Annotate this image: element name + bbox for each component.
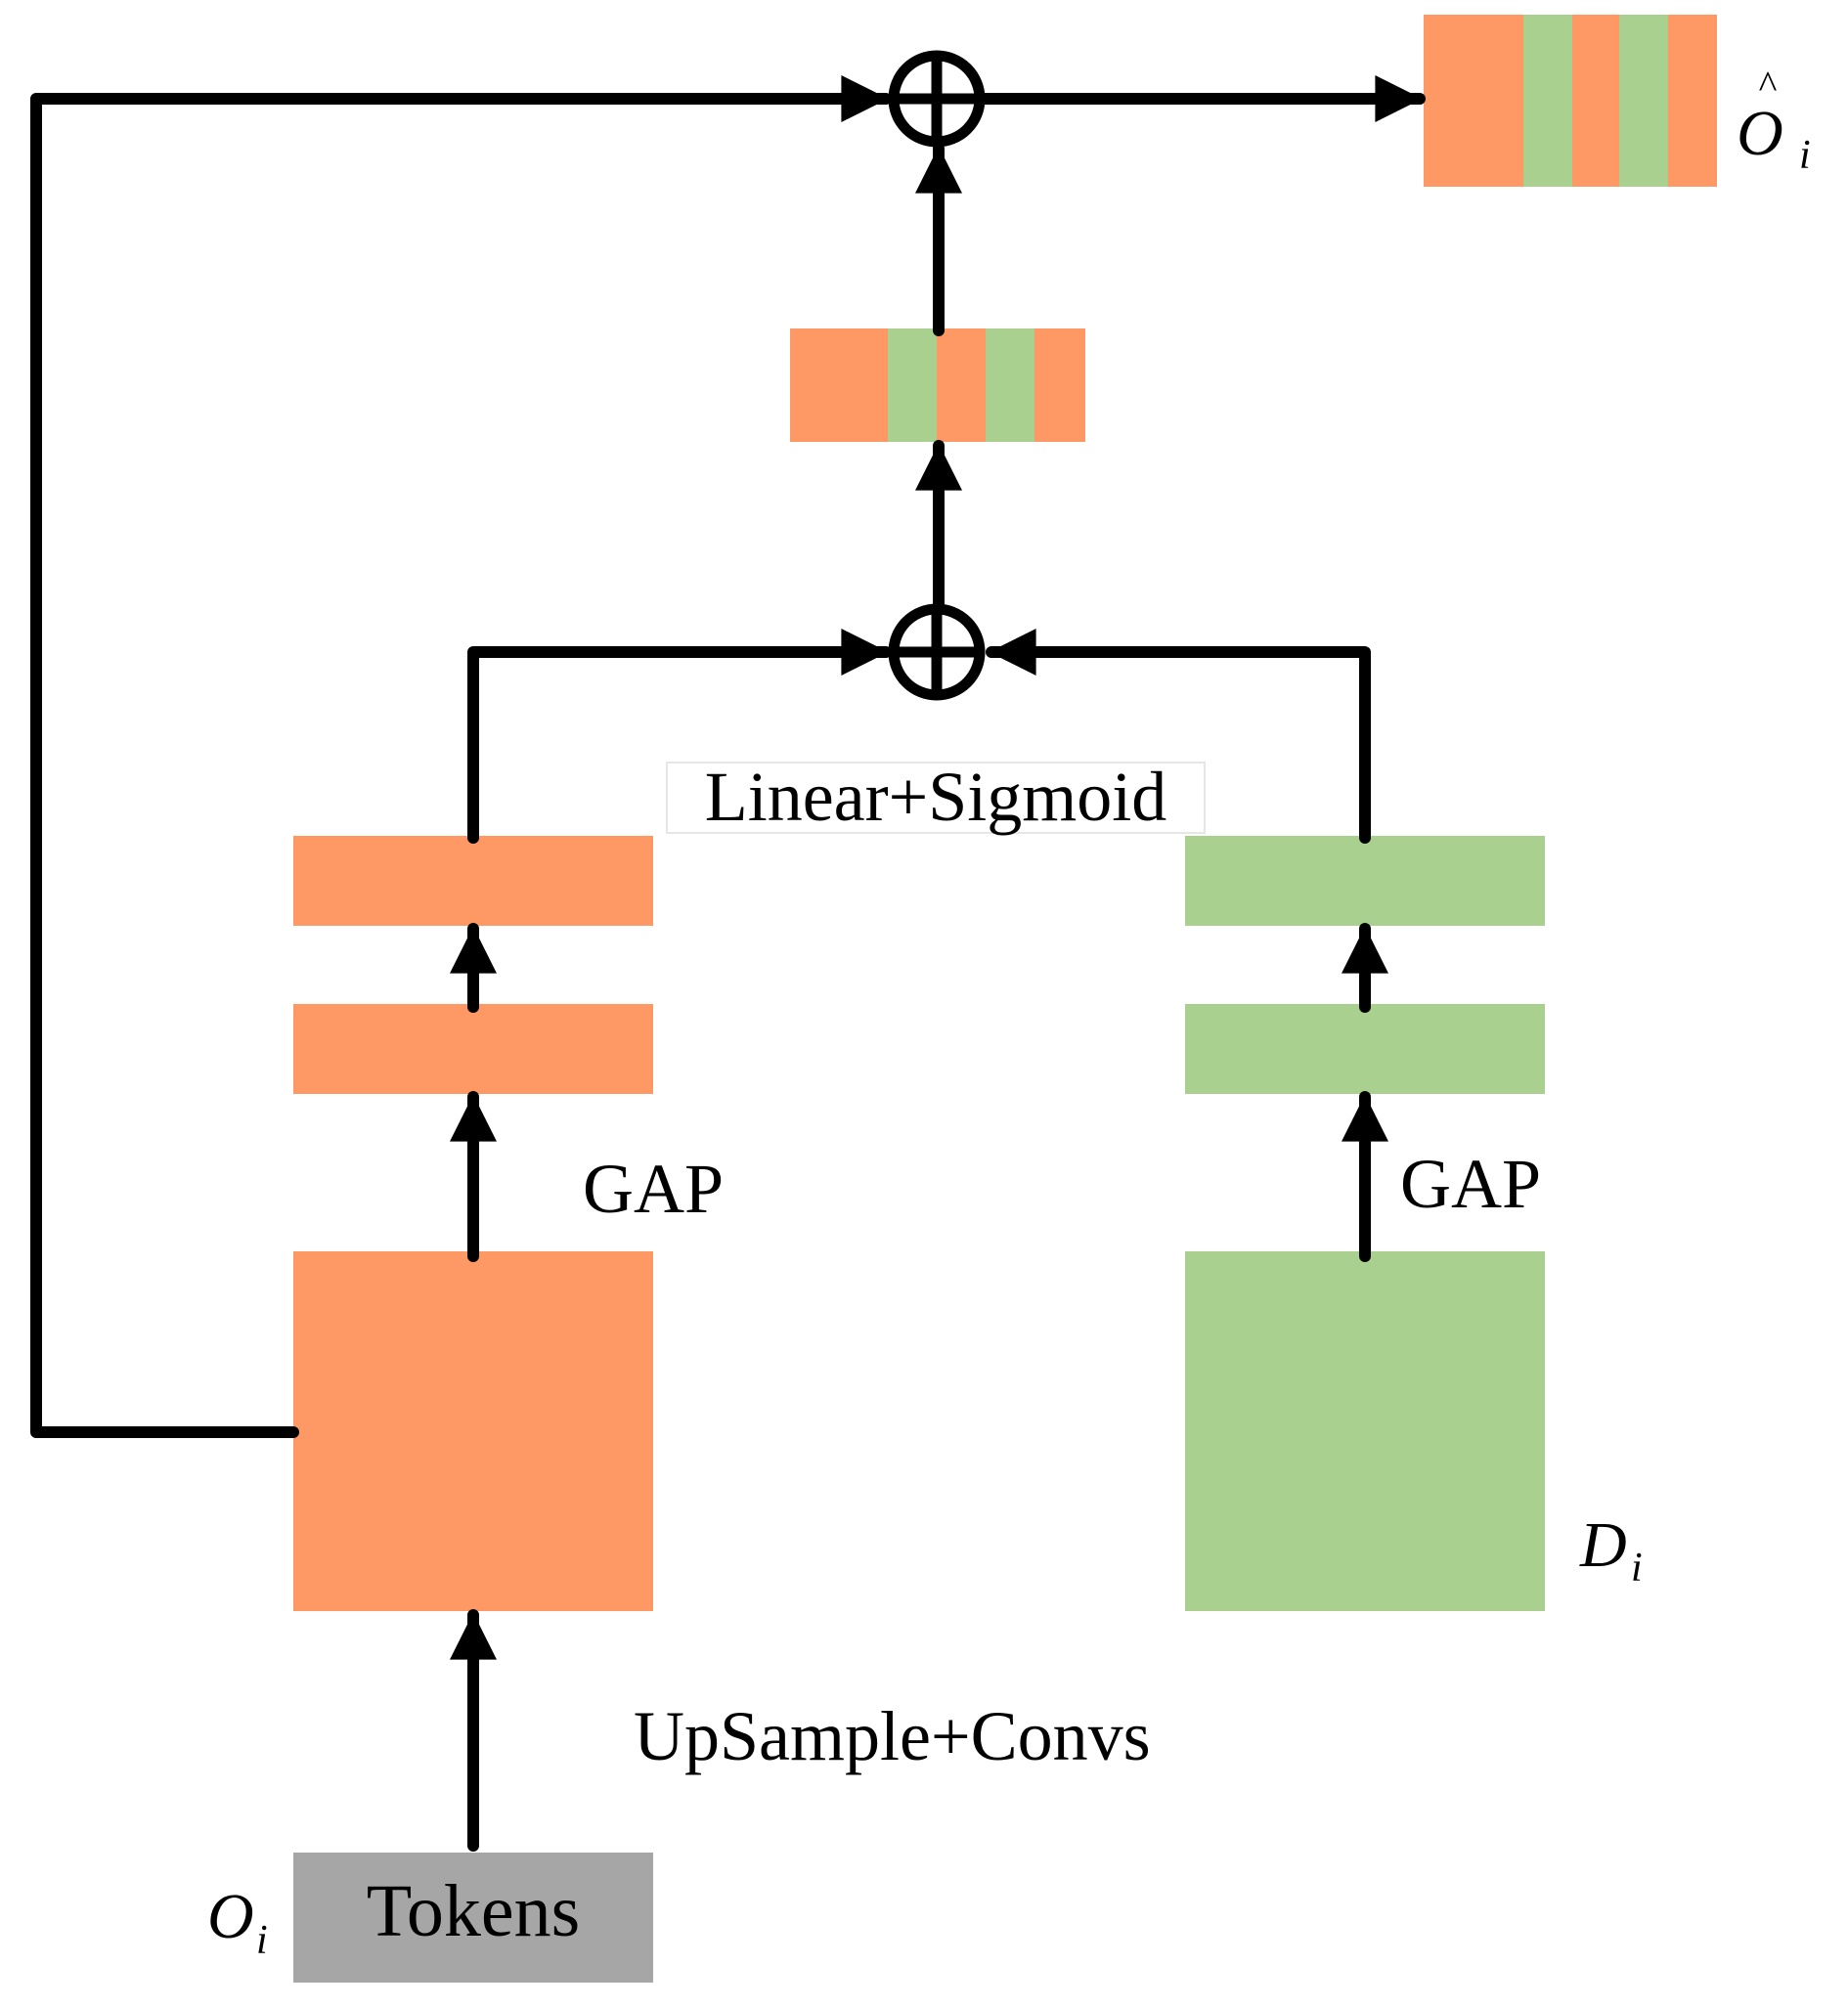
linear-sigmoid-box (666, 762, 1206, 834)
o-i-label: O i (207, 1881, 268, 1963)
arrow-skip-connection (30, 75, 892, 1438)
circle-plus-icon (888, 603, 986, 701)
gap-left-label: GAP (583, 1150, 724, 1228)
o-hat-sub: i (1799, 133, 1811, 178)
orange-gap-vector (293, 1004, 653, 1094)
tokens-label: Tokens (367, 1870, 580, 1952)
sum-node-middle (888, 603, 986, 701)
o-hat-label: ^ O i (1737, 63, 1811, 178)
gap-right-label: GAP (1400, 1145, 1541, 1223)
linear-sigmoid-label: Linear+Sigmoid (705, 758, 1167, 836)
o-i-main: O (207, 1881, 254, 1952)
o-i-sub: i (256, 1918, 268, 1963)
arrow-left-to-sum (467, 629, 892, 844)
o-hat-main: O (1737, 98, 1783, 169)
sum-node-top (888, 50, 986, 148)
green-linear-vector (1185, 836, 1545, 926)
green-gap-vector (1185, 1004, 1545, 1094)
upsample-label: UpSample+Convs (634, 1697, 1151, 1775)
tokens-block (293, 1853, 653, 1983)
d-i-sub: i (1631, 1546, 1643, 1591)
output-vector (1424, 15, 1717, 187)
d-i-label: D i (1579, 1509, 1643, 1591)
orange-feature-map (293, 1251, 653, 1611)
o-hat-accent: ^ (1759, 63, 1778, 107)
green-feature-map (1185, 1251, 1545, 1611)
orange-linear-vector (293, 836, 653, 926)
circle-plus-icon (888, 50, 986, 148)
fused-attention-vector (790, 328, 1085, 442)
d-i-main: D (1579, 1509, 1627, 1581)
arrow-right-to-sum (986, 629, 1371, 844)
